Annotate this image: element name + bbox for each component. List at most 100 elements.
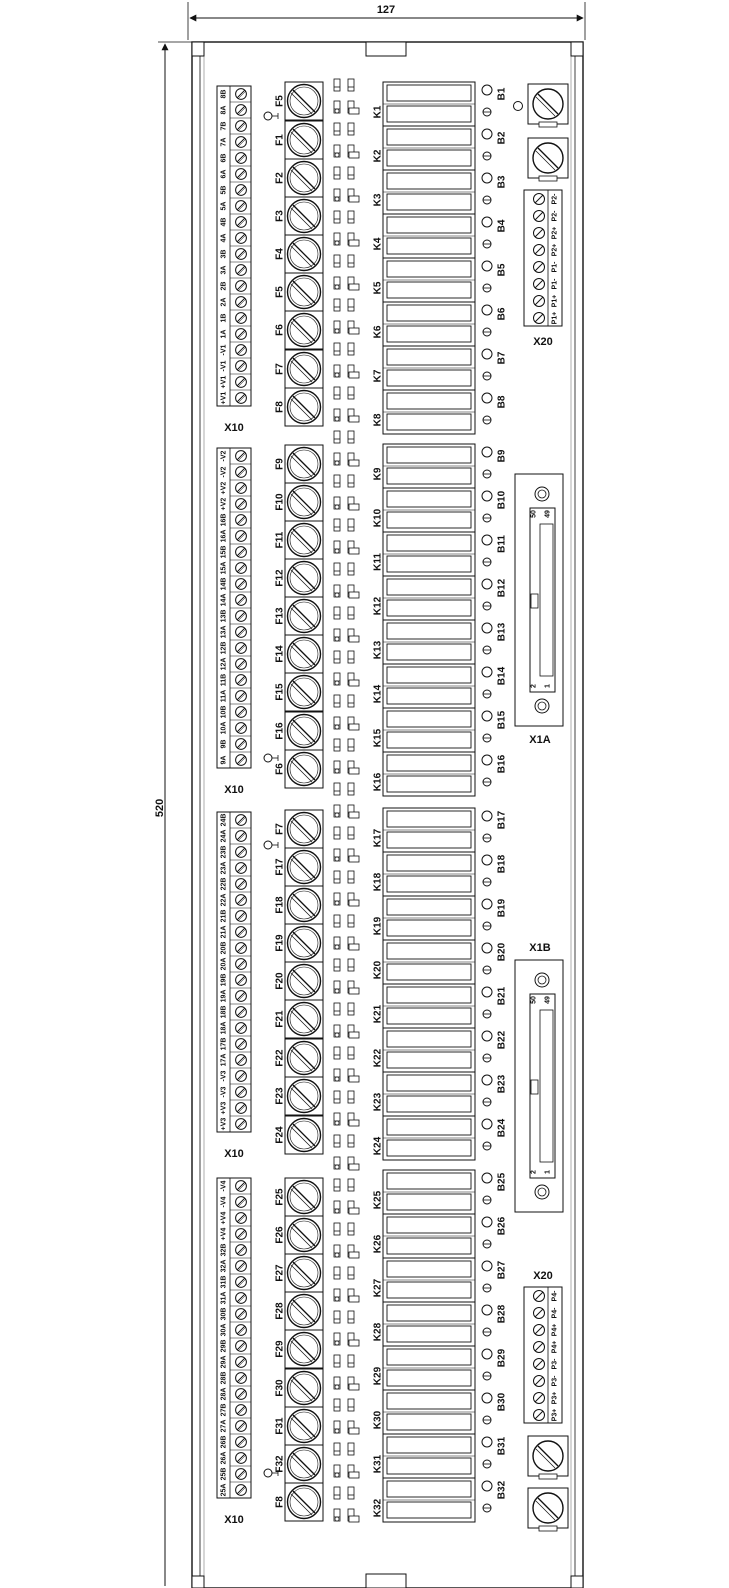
terminal-label: 9A: [221, 756, 228, 765]
relay-label: K28: [373, 1322, 384, 1341]
via-icon: [334, 372, 340, 378]
via-icon: [334, 636, 340, 642]
indicator-led-icon: [263, 840, 273, 850]
fuse-label: F8: [275, 1496, 286, 1508]
led-icon: [481, 1392, 493, 1404]
resistor-icon: [348, 1339, 360, 1347]
fuse-label: F10: [275, 493, 286, 511]
relay: K26: [373, 1213, 476, 1259]
fuse-label: F23: [275, 1087, 286, 1105]
led-label: B23: [497, 1074, 508, 1093]
diode-pair: [333, 78, 355, 92]
fuse-label: F19: [275, 934, 286, 952]
led-icon: [481, 260, 493, 272]
terminal-label: +V4: [221, 1228, 228, 1241]
diode-pair: [333, 1486, 355, 1500]
terminal-label: 20B: [221, 942, 228, 955]
terminal-label: 3A: [221, 266, 228, 275]
resistor-icon: [348, 1427, 360, 1435]
diode-pair: [333, 782, 355, 796]
terminal-label: 23A: [221, 862, 228, 875]
resistor-icon: [348, 635, 360, 643]
fuse-holder: F12: [275, 558, 324, 598]
fuse-label: F7: [275, 363, 286, 375]
via-icon: [334, 240, 340, 246]
terminal-block-label: X10: [224, 1514, 244, 1526]
fuse-label: F29: [275, 1340, 286, 1358]
relay: K2: [373, 125, 476, 171]
led-icon: [481, 578, 493, 590]
resistor-icon: [348, 1075, 360, 1083]
resistor-icon: [348, 547, 360, 555]
terminal-label: 13A: [221, 626, 228, 639]
relay-label: K8: [373, 413, 384, 426]
led-indicator: B23: [481, 1074, 508, 1107]
diode-pair: [333, 870, 355, 884]
via-icon: [334, 504, 340, 510]
terminal-label: 17B: [221, 1038, 228, 1051]
led-icon: [481, 128, 493, 140]
relay: K18: [373, 851, 476, 897]
fuse-holder: F7: [275, 349, 324, 389]
relay: K5: [373, 257, 476, 303]
led-indicator: B31: [481, 1436, 508, 1469]
led-label: B6: [497, 307, 508, 320]
led-indicator: B29: [481, 1348, 508, 1381]
resistor-icon: [348, 1383, 360, 1391]
terminal-label: 14A: [221, 594, 228, 607]
via-icon: [334, 196, 340, 202]
diode-pair: [333, 386, 355, 400]
connector-pin-label: 2: [531, 684, 538, 688]
led-indicator: B27: [481, 1260, 508, 1293]
fuse-label: F16: [275, 722, 286, 740]
relay: K28: [373, 1301, 476, 1347]
fuse-holder: F6: [275, 310, 324, 350]
power-terminal-x20: P4-P4-P4+P4+P3-P3-P3+P3+X20: [523, 1270, 563, 1424]
terminal-label: +V4: [221, 1212, 228, 1225]
led-icon: [481, 710, 493, 722]
resistor-icon: [348, 1471, 360, 1479]
terminal-label: 2A: [221, 298, 228, 307]
fuse-label: F27: [275, 1264, 286, 1282]
led-indicator: B12: [481, 578, 508, 611]
relay: K23: [373, 1071, 476, 1117]
led-indicator: B25: [481, 1172, 508, 1205]
power-terminal-label: P1-: [552, 261, 559, 273]
led-indicator: B1: [481, 84, 508, 117]
via-icon: [334, 1340, 340, 1346]
via-icon: [334, 988, 340, 994]
power-terminal-label: P3+: [552, 1392, 559, 1405]
terminal-label: 31A: [221, 1292, 228, 1305]
resistor-icon: [348, 327, 360, 335]
resistor-icon: [348, 811, 360, 819]
relay-label: K17: [373, 828, 384, 847]
diode-pair: [333, 606, 355, 620]
board-outline: [191, 41, 584, 1588]
resistor-icon: [348, 415, 360, 423]
fuse-holder: F26: [275, 1215, 324, 1255]
led-icon: [481, 1074, 493, 1086]
terminal-block-label: X10: [224, 784, 244, 796]
diode-pair: [333, 1354, 355, 1368]
via-icon: [334, 108, 340, 114]
relay-label: K23: [373, 1092, 384, 1111]
led-icon: [481, 172, 493, 184]
fuse-label: F24: [275, 1126, 286, 1144]
led-icon: [481, 810, 493, 822]
relay-label: K31: [373, 1454, 384, 1473]
relay-label: K4: [373, 237, 384, 250]
led-icon: [481, 490, 493, 502]
via-icon: [334, 768, 340, 774]
led-icon: [481, 392, 493, 404]
terminal-label: 6A: [221, 170, 228, 179]
led-icon: [481, 1436, 493, 1448]
fuse-label: F9: [275, 458, 286, 470]
led-indicator: B28: [481, 1304, 508, 1337]
terminal-label: +V1: [221, 392, 228, 405]
terminal-label: 21A: [221, 926, 228, 939]
fuse-label: F31: [275, 1417, 286, 1435]
relay: K6: [373, 301, 476, 347]
relay: K24: [373, 1115, 476, 1161]
resistor-icon: [348, 151, 360, 159]
